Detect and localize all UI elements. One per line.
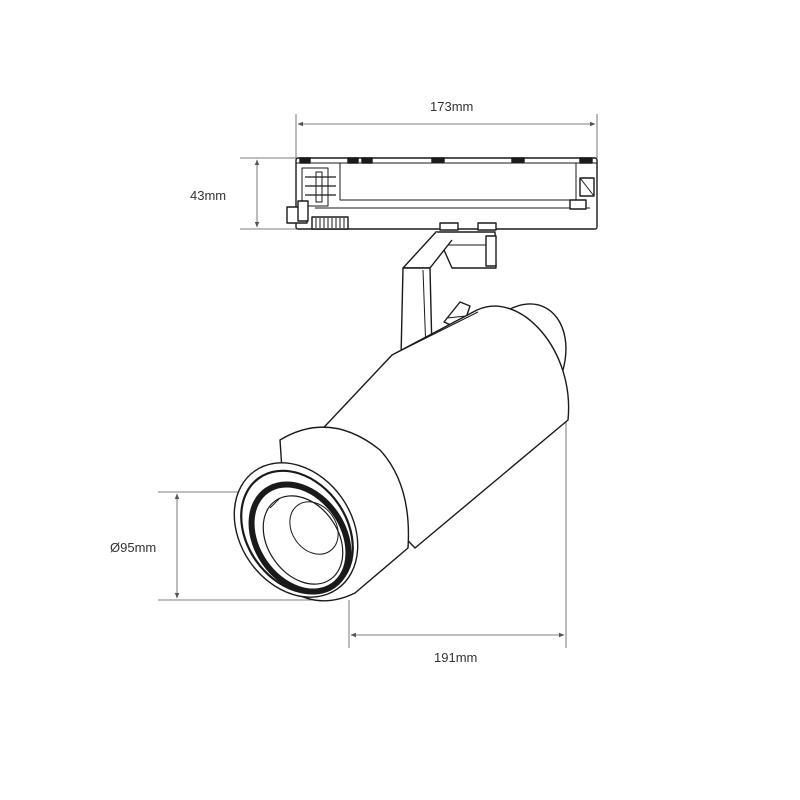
dimension-diameter-95 xyxy=(158,491,315,601)
dimension-length-191 xyxy=(348,420,567,648)
track-adapter xyxy=(286,157,598,231)
dimension-width-173 xyxy=(295,114,598,158)
dimension-height-43 xyxy=(240,157,300,230)
swivel-joint xyxy=(402,231,497,269)
lens-assembly xyxy=(233,462,359,598)
height-label: 43mm xyxy=(190,188,227,203)
diameter-label: Ø95mm xyxy=(110,540,157,555)
width-label: 173mm xyxy=(430,99,474,114)
length-label: 191mm xyxy=(434,650,478,665)
